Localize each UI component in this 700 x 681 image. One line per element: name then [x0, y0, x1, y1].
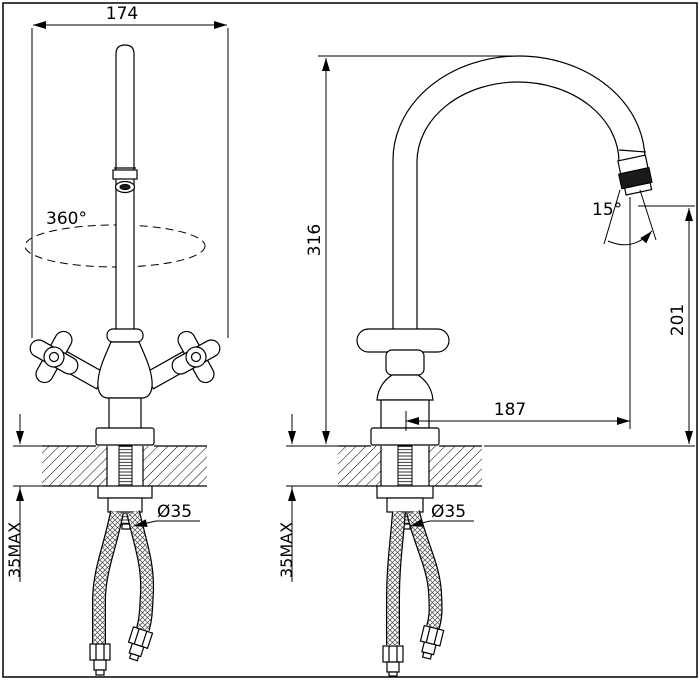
- threaded-shank-side: [397, 445, 413, 488]
- dim-187-label: 187: [494, 400, 526, 420]
- washer-side: [376, 485, 434, 499]
- hose-left: [93, 510, 123, 645]
- dim-201-label: 201: [668, 304, 688, 336]
- hole-label-side: Ø35: [431, 502, 466, 522]
- deck-hatch-right: [143, 446, 207, 486]
- body-collar: [106, 328, 144, 343]
- mounting-nut: [107, 497, 143, 513]
- hose-fitting-left-side: [382, 645, 404, 677]
- dim-overall-width: 174: [31, 4, 229, 338]
- front-view: 174 360° Ø35 35MAX: [5, 4, 229, 676]
- swivel-ellipse: [24, 224, 206, 268]
- hose-right-side: [407, 510, 442, 629]
- dim-174-label: 174: [106, 4, 138, 24]
- base-flange-side: [370, 427, 440, 446]
- body-column-side: [380, 399, 430, 429]
- mounting-nut-side: [386, 497, 424, 513]
- washer: [97, 485, 153, 499]
- deck-hatch-left-side: [338, 446, 381, 486]
- handle-hub-side: [385, 349, 425, 376]
- body-column: [108, 397, 142, 430]
- dim-outlet-height: 201: [484, 205, 695, 447]
- body-bell-side: [376, 374, 434, 401]
- hose-fitting-left: [89, 643, 111, 676]
- dim-height: 316: [305, 55, 519, 447]
- deck-front: [42, 445, 207, 487]
- deck-hatch-right-side: [429, 446, 482, 486]
- base-flange: [95, 427, 155, 446]
- dim-hole-side: Ø35: [409, 502, 474, 527]
- tilt-label: 15°: [592, 200, 622, 220]
- stud-end: [121, 523, 131, 530]
- aerator-front: [112, 167, 138, 194]
- dim-tilt-angle: 15°: [592, 189, 657, 246]
- deck-max-label-front: 35MAX: [5, 522, 24, 578]
- hoses-side: [382, 510, 445, 677]
- hose-right: [127, 510, 153, 631]
- spout-joint-line: [618, 149, 647, 153]
- threaded-shank: [118, 445, 133, 488]
- deck-hatch-left: [42, 446, 107, 486]
- hole-label-front: Ø35: [157, 502, 192, 522]
- side-view: 316 201 187 15° Ø35: [277, 55, 695, 677]
- hose-fitting-right-side: [419, 624, 445, 660]
- hoses-front: [89, 510, 155, 676]
- dim-deck-max-front: 35MAX: [5, 414, 42, 582]
- deck-max-label-side: 35MAX: [277, 522, 296, 578]
- left-cross-knob: [29, 330, 79, 384]
- aerator-side: [617, 154, 653, 196]
- dim-316-label: 316: [305, 224, 325, 256]
- dim-hole-front: Ø35: [133, 502, 200, 528]
- dim-deck-max-side: 35MAX: [277, 414, 338, 582]
- right-cross-knob: [171, 330, 221, 384]
- hose-left-side: [387, 511, 405, 645]
- deck-side: [338, 445, 482, 487]
- dim-reach: 187: [405, 197, 631, 431]
- body-vase: [97, 341, 153, 399]
- swivel-label: 360°: [46, 209, 87, 229]
- hose-fitting-right: [127, 626, 154, 662]
- handle-bar-side: [356, 328, 450, 353]
